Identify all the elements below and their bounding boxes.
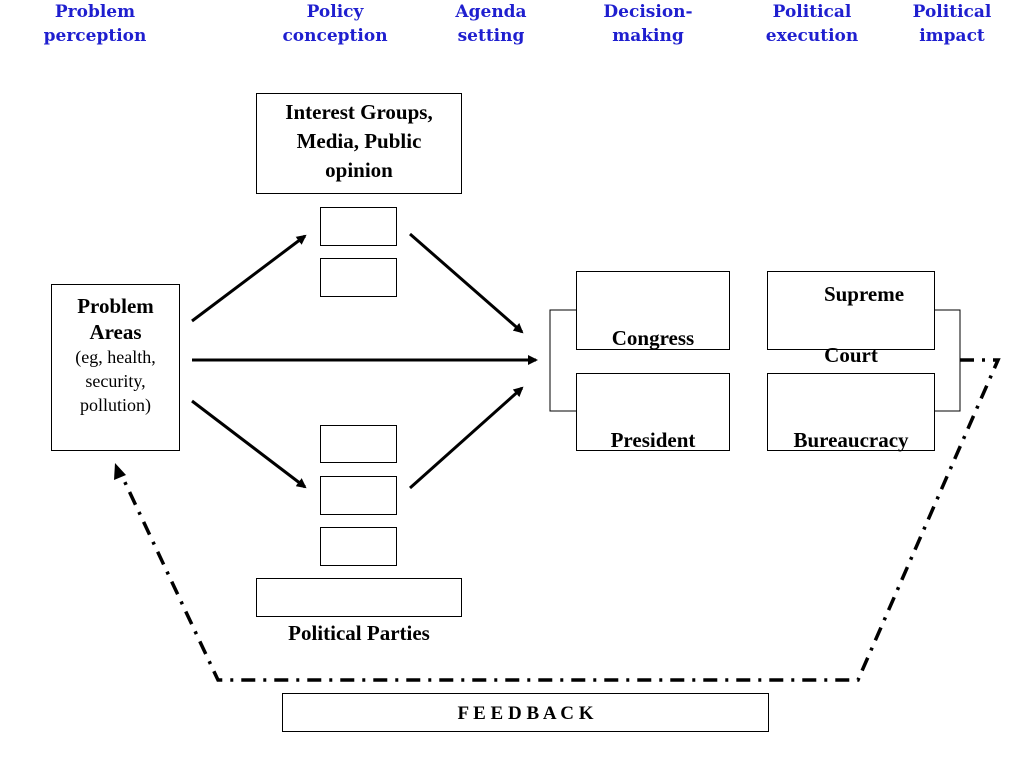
arrow-upper-to-congress bbox=[409, 232, 524, 334]
stage-problem-perception: Problem perception bbox=[30, 0, 160, 48]
stage-line2: setting bbox=[457, 26, 525, 46]
feedback-arrowhead bbox=[114, 463, 126, 480]
stage-line1: Policy bbox=[306, 2, 364, 22]
supreme-court-label-1: Supreme bbox=[823, 282, 905, 306]
stage-political-impact: Political impact bbox=[896, 0, 1008, 48]
problem-areas-detail-1: (eg, health, bbox=[75, 347, 156, 367]
stage-policy-conception: Policy conception bbox=[270, 0, 400, 48]
problem-areas-title-1: Problem bbox=[77, 294, 154, 318]
stage-line1: Political bbox=[772, 2, 852, 22]
feedback-label: F E E D B A C K bbox=[457, 703, 594, 724]
stage-political-execution: Political execution bbox=[747, 0, 877, 48]
feedback-box: F E E D B A C K bbox=[282, 693, 769, 732]
interest-groups-line-2: Media, Public bbox=[296, 129, 422, 153]
supreme-court-box bbox=[767, 271, 935, 350]
congress-label: Congress bbox=[611, 326, 695, 350]
stage-line1: Problem bbox=[54, 2, 136, 22]
stage-line2: making bbox=[612, 26, 684, 46]
stage-line1: Decision- bbox=[603, 2, 693, 22]
arrow-lower-to-president bbox=[409, 386, 524, 490]
supreme-court-label-2: Court bbox=[824, 343, 878, 367]
stage-line2: conception bbox=[282, 26, 388, 46]
feedback-loop bbox=[120, 358, 1001, 682]
lower-small-box bbox=[320, 476, 397, 515]
stage-line2: impact bbox=[919, 26, 985, 46]
problem-areas-box: Problem Areas (eg, health, security, pol… bbox=[51, 284, 180, 451]
interest-groups-line-1: Interest Groups, bbox=[285, 100, 433, 124]
stage-line2: execution bbox=[765, 26, 859, 46]
arrow-to-upper-group bbox=[191, 234, 307, 323]
lower-small-box bbox=[320, 527, 397, 566]
interest-groups-line-3: opinion bbox=[325, 158, 393, 182]
political-parties-label: Political Parties bbox=[288, 621, 430, 645]
decision-bracket bbox=[549, 309, 577, 412]
stage-line1: Agenda bbox=[455, 2, 527, 22]
stage-agenda-setting: Agenda setting bbox=[436, 0, 546, 48]
political-parties-box bbox=[256, 578, 462, 617]
bureaucracy-box bbox=[767, 373, 935, 451]
arrow-to-lower-group bbox=[191, 399, 307, 489]
president-label: President bbox=[610, 428, 696, 452]
problem-areas-title-2: Areas bbox=[89, 320, 142, 344]
problem-areas-detail-2: security, bbox=[85, 371, 146, 391]
lower-small-box bbox=[320, 425, 397, 463]
problem-areas-detail-3: pollution) bbox=[80, 395, 151, 415]
interest-groups-box: Interest Groups, Media, Public opinion bbox=[256, 93, 462, 194]
stage-line1: Political bbox=[912, 2, 992, 22]
bureaucracy-label: Bureaucracy bbox=[793, 428, 909, 452]
upper-small-box bbox=[320, 258, 397, 297]
president-box bbox=[576, 373, 730, 451]
stage-decision-making: Decision- making bbox=[583, 0, 713, 48]
upper-small-box bbox=[320, 207, 397, 246]
stage-line2: perception bbox=[43, 26, 147, 46]
congress-box bbox=[576, 271, 730, 350]
execution-bracket bbox=[934, 309, 961, 412]
